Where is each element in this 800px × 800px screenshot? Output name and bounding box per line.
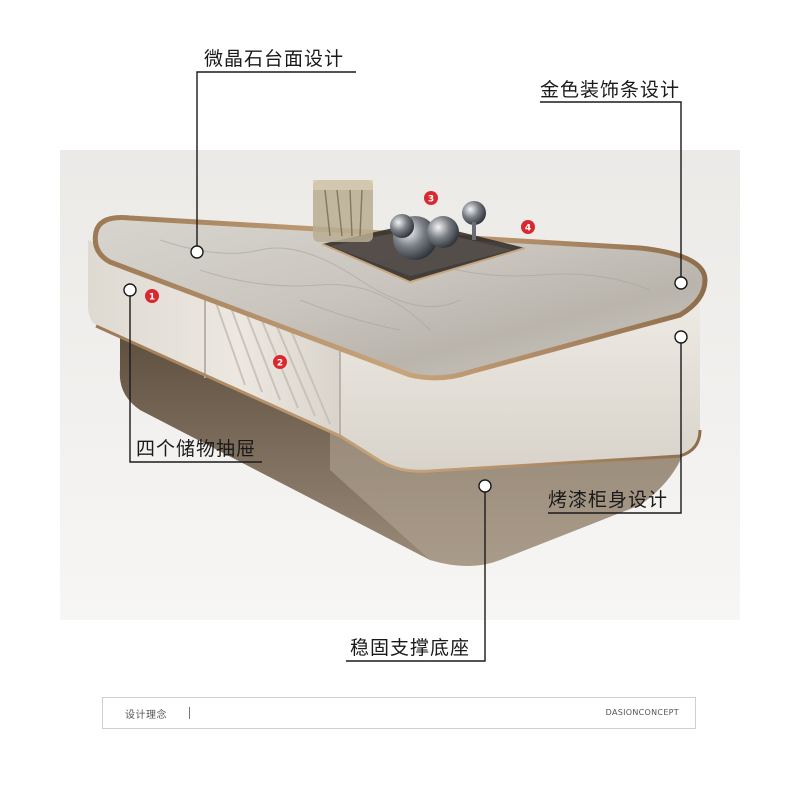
marker-3-label: 3	[428, 195, 434, 205]
footer-brand-text: DASIONCONCEPT	[605, 708, 679, 717]
footer-left-text: 设计理念	[125, 710, 167, 721]
label-lacquer-body: 烤漆柜身设计	[548, 489, 669, 511]
callout-line-top-surface	[196, 71, 356, 252]
callout-line-base	[346, 486, 486, 662]
callout-dot-base	[478, 479, 492, 493]
label-top-surface: 微晶石台面设计	[204, 48, 345, 70]
marker-3	[424, 191, 438, 205]
marble-top	[95, 217, 706, 378]
cabinet-front	[88, 240, 340, 435]
footer-bar: 设计理念 DASIONCONCEPT	[102, 697, 696, 729]
callout-line-lacquer-body	[548, 337, 682, 514]
label-drawers: 四个储物抽屉	[136, 438, 257, 460]
callout-dot-drawers	[123, 283, 137, 297]
callout-dot-lacquer-body	[674, 330, 688, 344]
marker-2-label: 2	[277, 359, 283, 369]
gold-trim	[92, 215, 708, 381]
vase	[313, 180, 373, 242]
callout-dot-gold-trim	[674, 276, 688, 290]
marker-1-label: 1	[149, 293, 155, 303]
marker-4	[521, 220, 535, 234]
marker-4-label: 4	[525, 224, 531, 234]
callout-line-gold-trim	[540, 101, 682, 283]
label-gold-trim: 金色装饰条设计	[540, 79, 681, 101]
marker-2	[273, 355, 287, 369]
label-base: 稳固支撑底座	[350, 637, 471, 659]
marker-1	[145, 289, 159, 303]
callout-line-drawers	[129, 290, 262, 463]
footer-divider	[189, 707, 190, 719]
callout-dot-top-surface	[190, 245, 204, 259]
